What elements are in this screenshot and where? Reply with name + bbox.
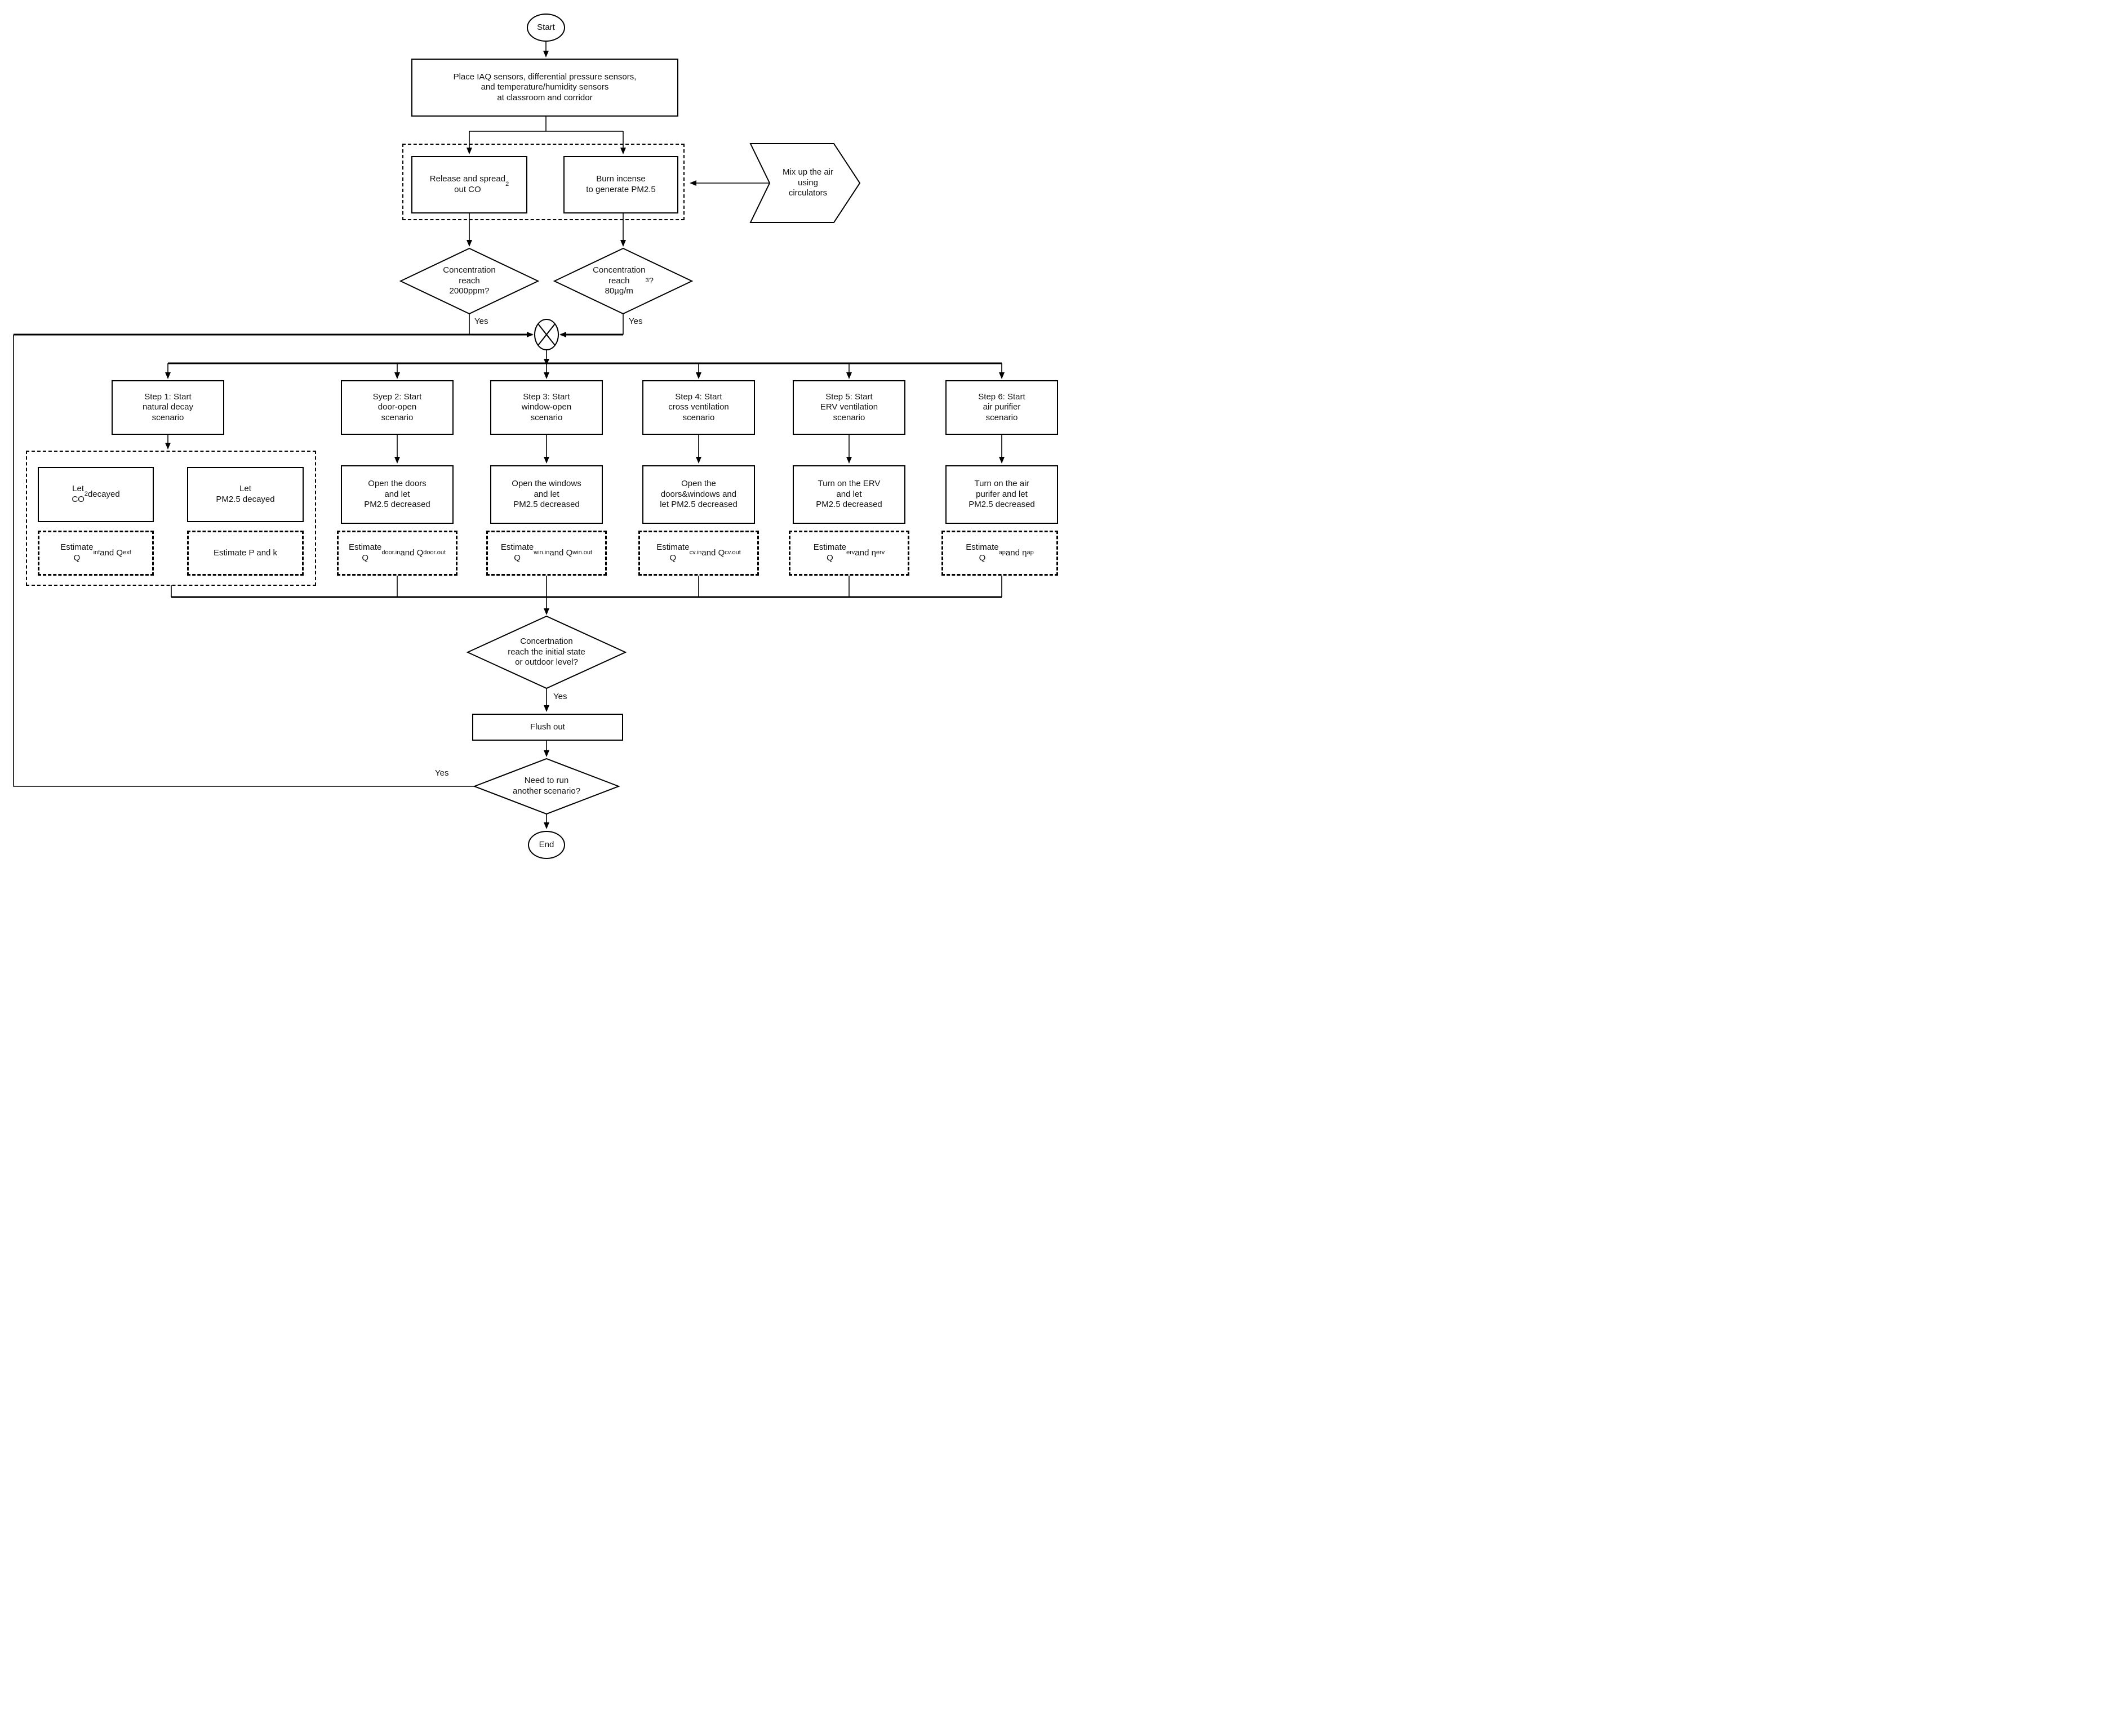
yes-label-pm: Yes	[629, 317, 643, 326]
mix-air-callout-label: Mix up the air using circulators	[782, 167, 834, 198]
rerun-decision-label: Need to run another scenario?	[512, 776, 581, 796]
junction-x-line	[537, 323, 556, 346]
step-3-box: Step 3: Start window-open scenario	[490, 380, 603, 435]
step-6-box: Step 6: Start air purifier scenario	[945, 380, 1058, 435]
rerun-decision-shape	[473, 758, 620, 815]
co2-concentration-decision-label: Concentration reach 2000ppm?	[443, 265, 496, 296]
decision-shapes	[399, 143, 861, 815]
start-node: Start	[527, 14, 565, 42]
pollutant-generation-group	[402, 144, 685, 220]
burn-incense-box: Burn incense to generate PM2.5	[563, 156, 678, 213]
step-1-box: Step 1: Start natural decay scenario	[112, 380, 224, 435]
estimate-p-k-box: Estimate P and k	[187, 531, 304, 576]
state-decision-shape	[466, 615, 627, 689]
yes-label-state: Yes	[553, 692, 567, 701]
pm-concentration-decision-shape	[553, 247, 694, 315]
step-5-action-box: Turn on the ERV and let PM2.5 decreased	[793, 465, 905, 524]
flowchart-canvas: Start Place IAQ sensors, differential pr…	[0, 0, 1059, 868]
step-4-action-box: Open the doors&windows and let PM2.5 dec…	[642, 465, 755, 524]
flow-connectors	[13, 42, 1005, 829]
connector-layer	[13, 42, 1005, 829]
step-2-action-box: Open the doors and let PM2.5 decreased	[341, 465, 454, 524]
step-1-group	[26, 451, 316, 586]
mix-air-callout-shape	[749, 143, 861, 223]
let-pm25-decay-box: Let PM2.5 decayed	[187, 467, 304, 522]
step-6-action-box: Turn on the air purifer and let PM2.5 de…	[945, 465, 1058, 524]
line-rerun-loop	[13, 335, 474, 787]
yes-label-co2: Yes	[474, 317, 488, 326]
yes-label-rerun: Yes	[435, 768, 449, 778]
flush-out-box: Flush out	[472, 714, 623, 741]
step-5-box: Step 5: Start ERV ventilation scenario	[793, 380, 905, 435]
state-decision-label: Concertnation reach the initial state or…	[508, 636, 585, 667]
co2-concentration-decision-shape	[399, 247, 540, 315]
end-node: End	[528, 831, 565, 859]
step-3-action-box: Open the windows and let PM2.5 decreased	[490, 465, 603, 524]
step-2-box: Syep 2: Start door-open scenario	[341, 380, 454, 435]
place-sensors-box: Place IAQ sensors, differential pressure…	[411, 59, 678, 117]
step-4-box: Step 4: Start cross ventilation scenario	[642, 380, 755, 435]
